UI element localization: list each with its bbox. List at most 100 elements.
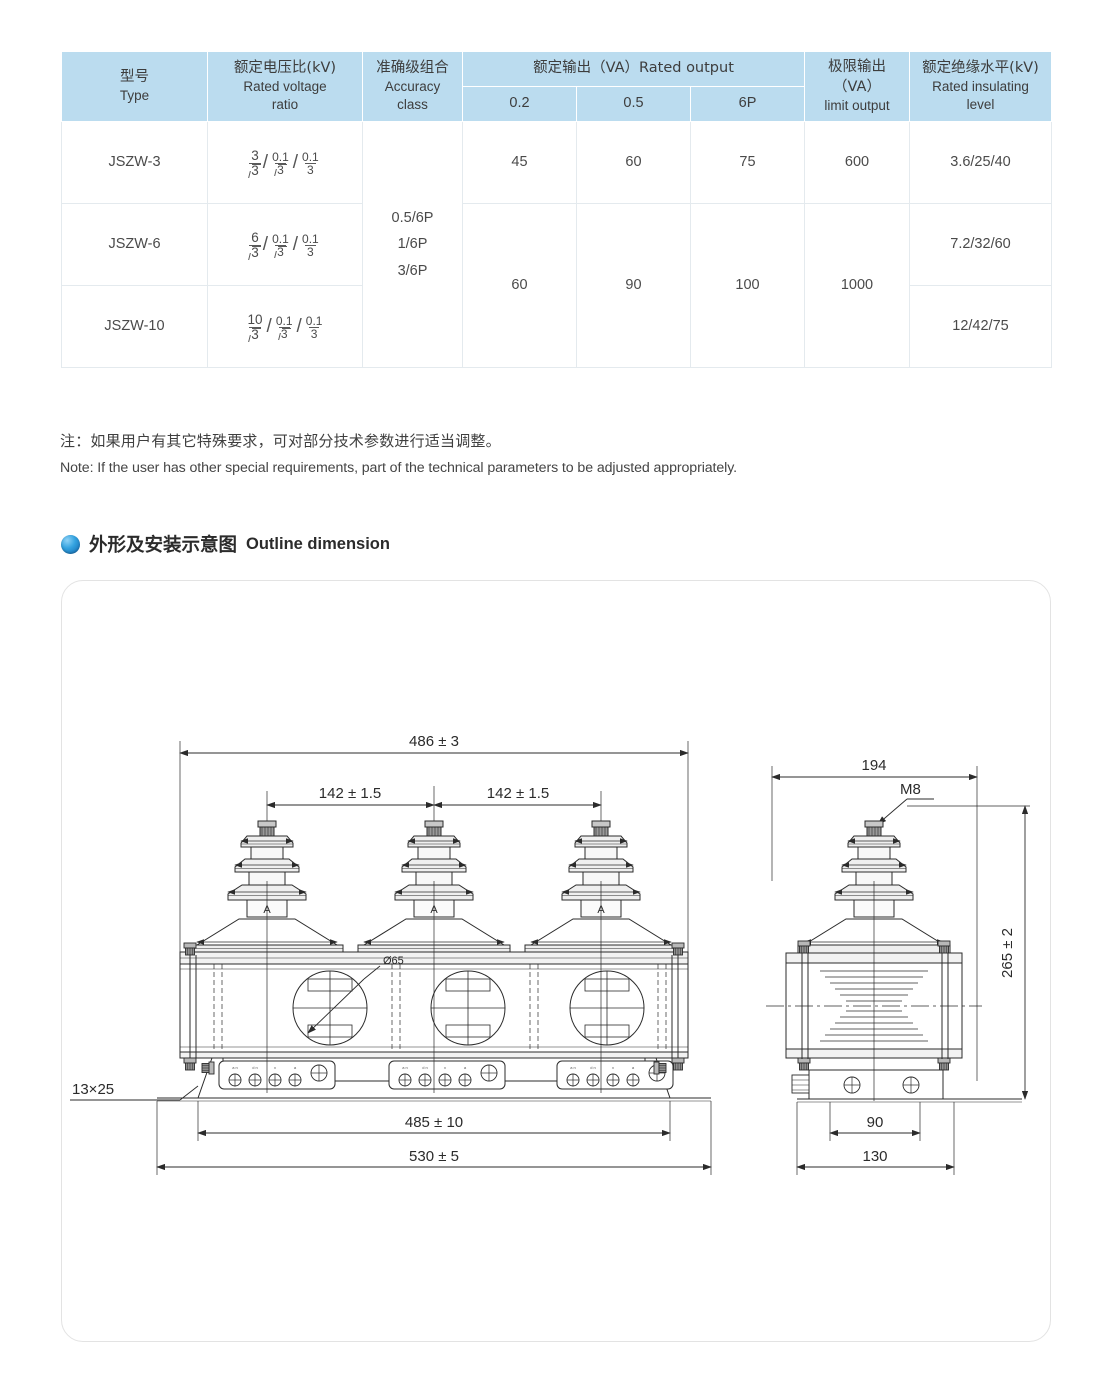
dimension-base-inner: 485 ± 10 [197, 1101, 671, 1141]
fraction-denominator: 3 [249, 327, 261, 343]
ratio-slash: / [262, 152, 269, 174]
cell-output-6p: 75 [690, 121, 805, 205]
fraction-denominator: 3 [305, 163, 316, 178]
col-insulating-cn: 额定绝缘水平(kV) [922, 59, 1039, 76]
ratio-fraction-2: 0.1 3 [270, 151, 291, 177]
dimension-overall-width: 486 ± 3 [179, 733, 689, 981]
dim-label-spacing-left: 142 ± 1.5 [319, 785, 381, 802]
dimension-side-width: 194 [771, 757, 978, 1081]
ratio-fraction-1: 10 3 [246, 312, 265, 343]
cell-output-6p: 100 [690, 203, 805, 369]
dim-label-base-inner: 485 ± 10 [405, 1114, 463, 1131]
ratio-slash: / [292, 152, 299, 174]
bullet-sphere-icon [61, 534, 80, 554]
dim-label-side-height: 265 ± 2 [999, 928, 1016, 978]
cell-insulating-level: 12/42/75 [909, 285, 1052, 369]
ratio-slash: / [296, 316, 302, 338]
fraction-numerator: 0.1 [272, 231, 289, 246]
section-title-cn: 外形及安装示意图 [89, 535, 238, 556]
bolt-callout: M8 [877, 781, 934, 825]
ratio-fraction-3: 0.1 3 [300, 151, 321, 177]
fraction-denominator: 3 [249, 245, 261, 261]
cell-output-02: 45 [462, 121, 577, 205]
ratio-fraction-2: 0.1 3 [270, 233, 291, 259]
dim-label-side-width: 194 [861, 757, 886, 774]
col-class-02: 0.2 [462, 86, 577, 123]
bore-detail-c [569, 970, 645, 1046]
fraction-denominator: 3 [308, 327, 320, 342]
fraction-numerator: 0.1 [302, 231, 319, 246]
dim-label-bore-diameter: Ø65 [383, 955, 404, 967]
header-row-2: 0.2 0.5 6P [62, 86, 1052, 123]
ratio-expression: 10 3 / 0.1 3 / 0.1 3 [246, 312, 325, 343]
dimension-foot-inner: 90 [829, 1102, 921, 1141]
fraction-denominator: 3 [278, 327, 291, 342]
col-limit-cn1: 极限输出 [828, 59, 886, 75]
ratio-fraction-3: 0.1 3 [300, 233, 321, 259]
front-view: 486 ± 3 142 ± 1.5 142 ± 1.5 A [70, 733, 712, 1175]
fraction-denominator: 3 [249, 163, 261, 179]
fraction-numerator: 0.1 [275, 313, 293, 328]
outline-dimension-panel: a nd n xa 4 [61, 580, 1051, 1342]
col-type-cn: 型号 [120, 68, 149, 85]
bore-detail-b [430, 970, 506, 1046]
col-limit-cn2: （VA） [833, 78, 881, 95]
fraction-denominator: 3 [305, 245, 316, 260]
cell-ratio: 10 3 / 0.1 3 / 0.1 3 [207, 285, 363, 369]
table-body: JSZW-3 3 3 / 0.1 3 / [61, 121, 1052, 369]
side-base-frame [797, 1098, 1022, 1103]
col-accuracy-en2: class [397, 97, 428, 113]
accuracy-value-2: 1/6P [397, 236, 428, 253]
cell-ratio: 3 3 / 0.1 3 / 0.1 3 [207, 121, 363, 205]
side-clamp-bolt-right-top [937, 940, 951, 954]
clamp-bolt-left-top [183, 942, 197, 956]
clamp-bolt-left-bottom [183, 1057, 197, 1071]
table-row: JSZW-6 6 3 / 0.1 3 / [61, 203, 1052, 369]
col-limit-output: 极限输出 （VA） limit output [804, 50, 910, 123]
col-class-05: 0.5 [576, 86, 691, 123]
table-row: JSZW-10 10 3 / 0.1 3 / [61, 285, 1052, 369]
fraction-numerator: 3 [251, 148, 259, 164]
col-insulating-en1: Rated insulating [932, 79, 1029, 95]
table-row: JSZW-3 3 3 / 0.1 3 / [61, 121, 1052, 369]
dimension-side-height: 265 ± 2 [907, 805, 1030, 1100]
cell-limit-output: 1000 [804, 203, 910, 369]
dim-label-foot-outer: 130 [862, 1148, 887, 1165]
col-insulating-level: 额定绝缘水平(kV) Rated insulating level [909, 50, 1052, 123]
box-side-lug-right [653, 1061, 667, 1075]
side-terminal-enclosure [791, 1069, 944, 1100]
tie-rods [213, 964, 667, 1052]
cell-type: JSZW-10 [61, 285, 208, 369]
mounting-hole-callout: 13×25 [70, 1081, 199, 1101]
ratio-slash: / [292, 234, 299, 256]
dimension-base-outer: 530 ± 5 [156, 1101, 712, 1175]
fraction-denominator: 3 [275, 163, 287, 178]
ratio-fraction-1: 3 3 [249, 148, 261, 179]
col-ratio-en2: ratio [271, 97, 299, 113]
cell-output-02: 60 [462, 203, 577, 369]
fraction-numerator: 0.1 [302, 149, 319, 164]
col-ratio-en1: Rated voltage [243, 79, 327, 95]
cell-type: JSZW-3 [61, 121, 208, 205]
accuracy-value-1: 0.5/6P [391, 209, 434, 226]
col-ratio-cn: 额定电压比(kV) [233, 59, 337, 76]
side-clamp-rods [801, 953, 949, 1059]
ratio-expression: 6 3 / 0.1 3 / 0.1 3 [249, 230, 321, 261]
col-class-6p: 6P [690, 86, 805, 123]
col-accuracy-cn: 准确级组合 [376, 59, 449, 76]
side-clamp-bolt-left-bottom [797, 1057, 811, 1071]
fraction-numerator: 6 [251, 230, 259, 246]
col-accuracy-en1: Accuracy [384, 79, 441, 95]
cell-output-05: 60 [576, 121, 691, 205]
terminal-box-b [388, 1060, 506, 1090]
ratio-fraction-3: 0.1 3 [304, 315, 325, 341]
center-lines [266, 881, 602, 1093]
clamp-bolt-right-bottom [671, 1057, 685, 1071]
cell-limit-output: 600 [804, 121, 910, 205]
fraction-numerator: 0.1 [272, 149, 289, 164]
col-limit-en: limit output [824, 98, 890, 114]
note-english: Note: If the user has other special requ… [60, 460, 738, 476]
col-type: 型号 Type [61, 50, 208, 123]
section-heading: 外形及安装示意图 Outline dimension [61, 531, 390, 557]
